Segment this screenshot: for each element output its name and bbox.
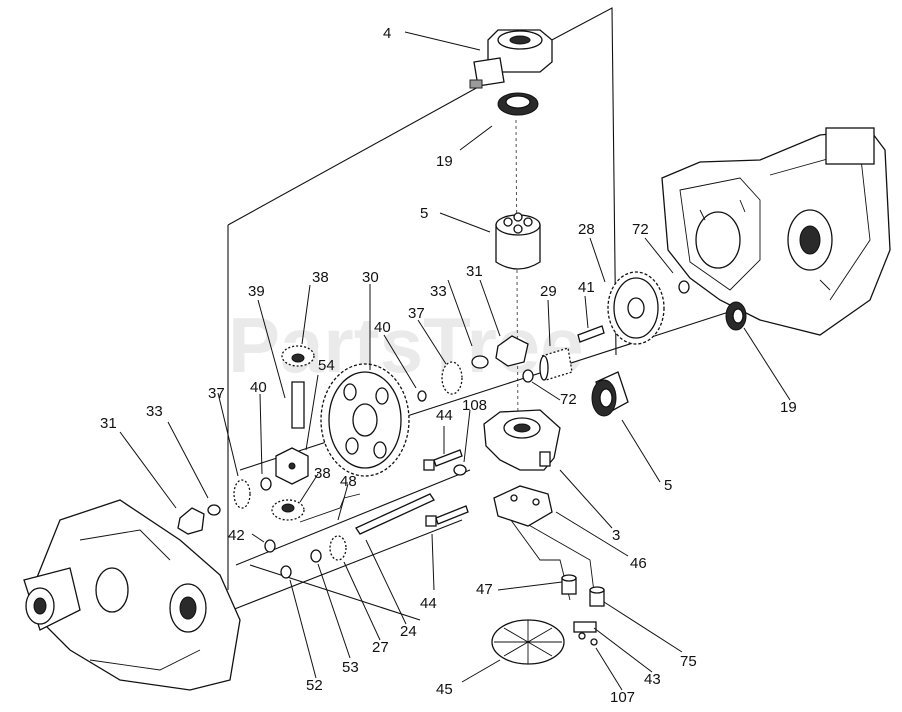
right-transaxle-case	[661, 127, 891, 336]
callout-19-right: 19	[780, 399, 797, 416]
part-43-107-pins	[573, 621, 598, 646]
part-24-shaft	[355, 493, 435, 535]
callout-5-right: 5	[664, 477, 672, 494]
part-108-washer	[453, 464, 467, 476]
part-52-washer	[280, 565, 292, 579]
callout-3: 3	[612, 527, 620, 544]
callout-24: 24	[400, 623, 417, 640]
part-47-plug	[561, 574, 577, 595]
part-37-gear-mid	[441, 361, 463, 395]
callout-46: 46	[630, 555, 647, 572]
left-transaxle-case	[23, 499, 241, 691]
part-46-plate	[493, 485, 553, 527]
part-37-gear-left	[233, 479, 251, 509]
part-45-screen	[491, 619, 565, 665]
callout-44-bottom: 44	[420, 595, 437, 612]
part-28-gear	[607, 271, 665, 345]
part-19-bearing-top	[497, 92, 539, 116]
part-29-pinion	[539, 347, 573, 381]
callout-48: 48	[340, 473, 357, 490]
callout-41: 41	[578, 279, 595, 296]
part-27-gear	[329, 535, 347, 561]
callout-43: 43	[644, 671, 661, 688]
callout-37: 37	[408, 305, 425, 322]
part-41-pin	[577, 325, 605, 343]
callout-53: 53	[342, 659, 359, 676]
part-72-washer	[678, 280, 690, 294]
callout-42: 42	[228, 527, 245, 544]
callout-47: 47	[476, 581, 493, 598]
part-38-bevel-gear-top	[281, 345, 315, 367]
callout-19: 19	[436, 153, 453, 170]
callout-75: 75	[680, 653, 697, 670]
part-31-coupler-left	[177, 507, 205, 535]
part-75-plug	[589, 586, 605, 607]
callout-33: 33	[430, 283, 447, 300]
callout-labels: 4 19 5 28 72 38 30 39 31 33 29 41 40 37 …	[100, 25, 797, 706]
callout-31: 31	[466, 263, 483, 280]
part-4-housing	[469, 29, 553, 89]
part-33-washer-mid	[471, 355, 489, 369]
part-38-bevel-gear-bottom	[271, 499, 305, 521]
callout-108: 108	[462, 397, 487, 414]
callout-38-bottom: 38	[314, 465, 331, 482]
part-44-bolt-top	[423, 449, 463, 471]
part-3-center-housing	[483, 409, 561, 471]
callout-72-mid: 72	[560, 391, 577, 408]
part-54-shaft	[291, 381, 305, 429]
callout-54: 54	[318, 357, 335, 374]
callout-29: 29	[540, 283, 557, 300]
callout-40: 40	[374, 319, 391, 336]
part-31-coupler-mid	[495, 335, 529, 367]
callout-5: 5	[420, 205, 428, 222]
part-30-gear	[320, 363, 410, 477]
callout-52: 52	[306, 677, 323, 694]
part-5-coupler-right	[591, 371, 629, 417]
callout-37-left: 37	[208, 385, 225, 402]
callout-30: 30	[362, 269, 379, 286]
callout-38: 38	[312, 269, 329, 286]
part-33-washer-left	[207, 504, 221, 516]
part-53-washer	[310, 549, 322, 563]
callout-4: 4	[383, 25, 391, 42]
callout-40-left: 40	[250, 379, 267, 396]
part-5-coupler-top	[495, 212, 541, 270]
callout-31-left: 31	[100, 415, 117, 432]
callout-72: 72	[632, 221, 649, 238]
leader-lines	[119, 31, 791, 691]
part-44-bolt-bottom	[425, 505, 469, 527]
callout-28: 28	[578, 221, 595, 238]
part-40-washer	[417, 390, 427, 402]
part-72-washer-2	[522, 369, 534, 383]
part-40-washer-left	[260, 477, 272, 491]
callout-39: 39	[248, 283, 265, 300]
callout-44-top: 44	[436, 407, 453, 424]
part-39-block	[275, 447, 309, 485]
callout-45: 45	[436, 681, 453, 698]
part-19-bearing-right	[725, 301, 747, 331]
callout-107: 107	[610, 689, 635, 706]
part-42-washer	[264, 539, 276, 553]
callout-27: 27	[372, 639, 389, 656]
part-48-lever	[299, 493, 361, 523]
callout-33-left: 33	[146, 403, 163, 420]
